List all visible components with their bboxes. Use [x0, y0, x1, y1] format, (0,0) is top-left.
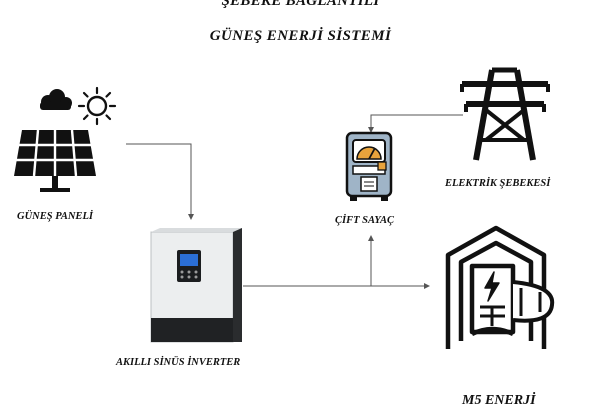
electric-meter-icon: [345, 131, 393, 201]
sun-icon: [77, 86, 117, 126]
power-grid-label: ELEKTRİK ŞEBEKESİ: [445, 178, 551, 189]
connector-lines: [126, 114, 463, 289]
solar-to-inverter-line: [126, 143, 194, 220]
dual-meter-label: ÇİFT SAYAÇ: [335, 215, 395, 226]
transmission-tower-icon: [460, 67, 550, 161]
energy-house-icon: [445, 225, 555, 349]
diagram-title-line1: ŞEBEKE BAĞLANTILI: [221, 0, 380, 9]
inverter-label: AKILLI SİNÜS İNVERTER: [116, 357, 241, 368]
grid-to-meter-line: [368, 114, 463, 133]
cloud-icon: [40, 89, 72, 110]
inverter-device: [150, 228, 242, 343]
solar-panel-label: GÜNEŞ PANELİ: [17, 211, 93, 222]
brand-label: M5 ENERJİ: [462, 393, 536, 408]
solar-panel-icon: [14, 129, 96, 192]
diagram-title-line2: GÜNEŞ ENERJİ SİSTEMİ: [209, 28, 392, 44]
